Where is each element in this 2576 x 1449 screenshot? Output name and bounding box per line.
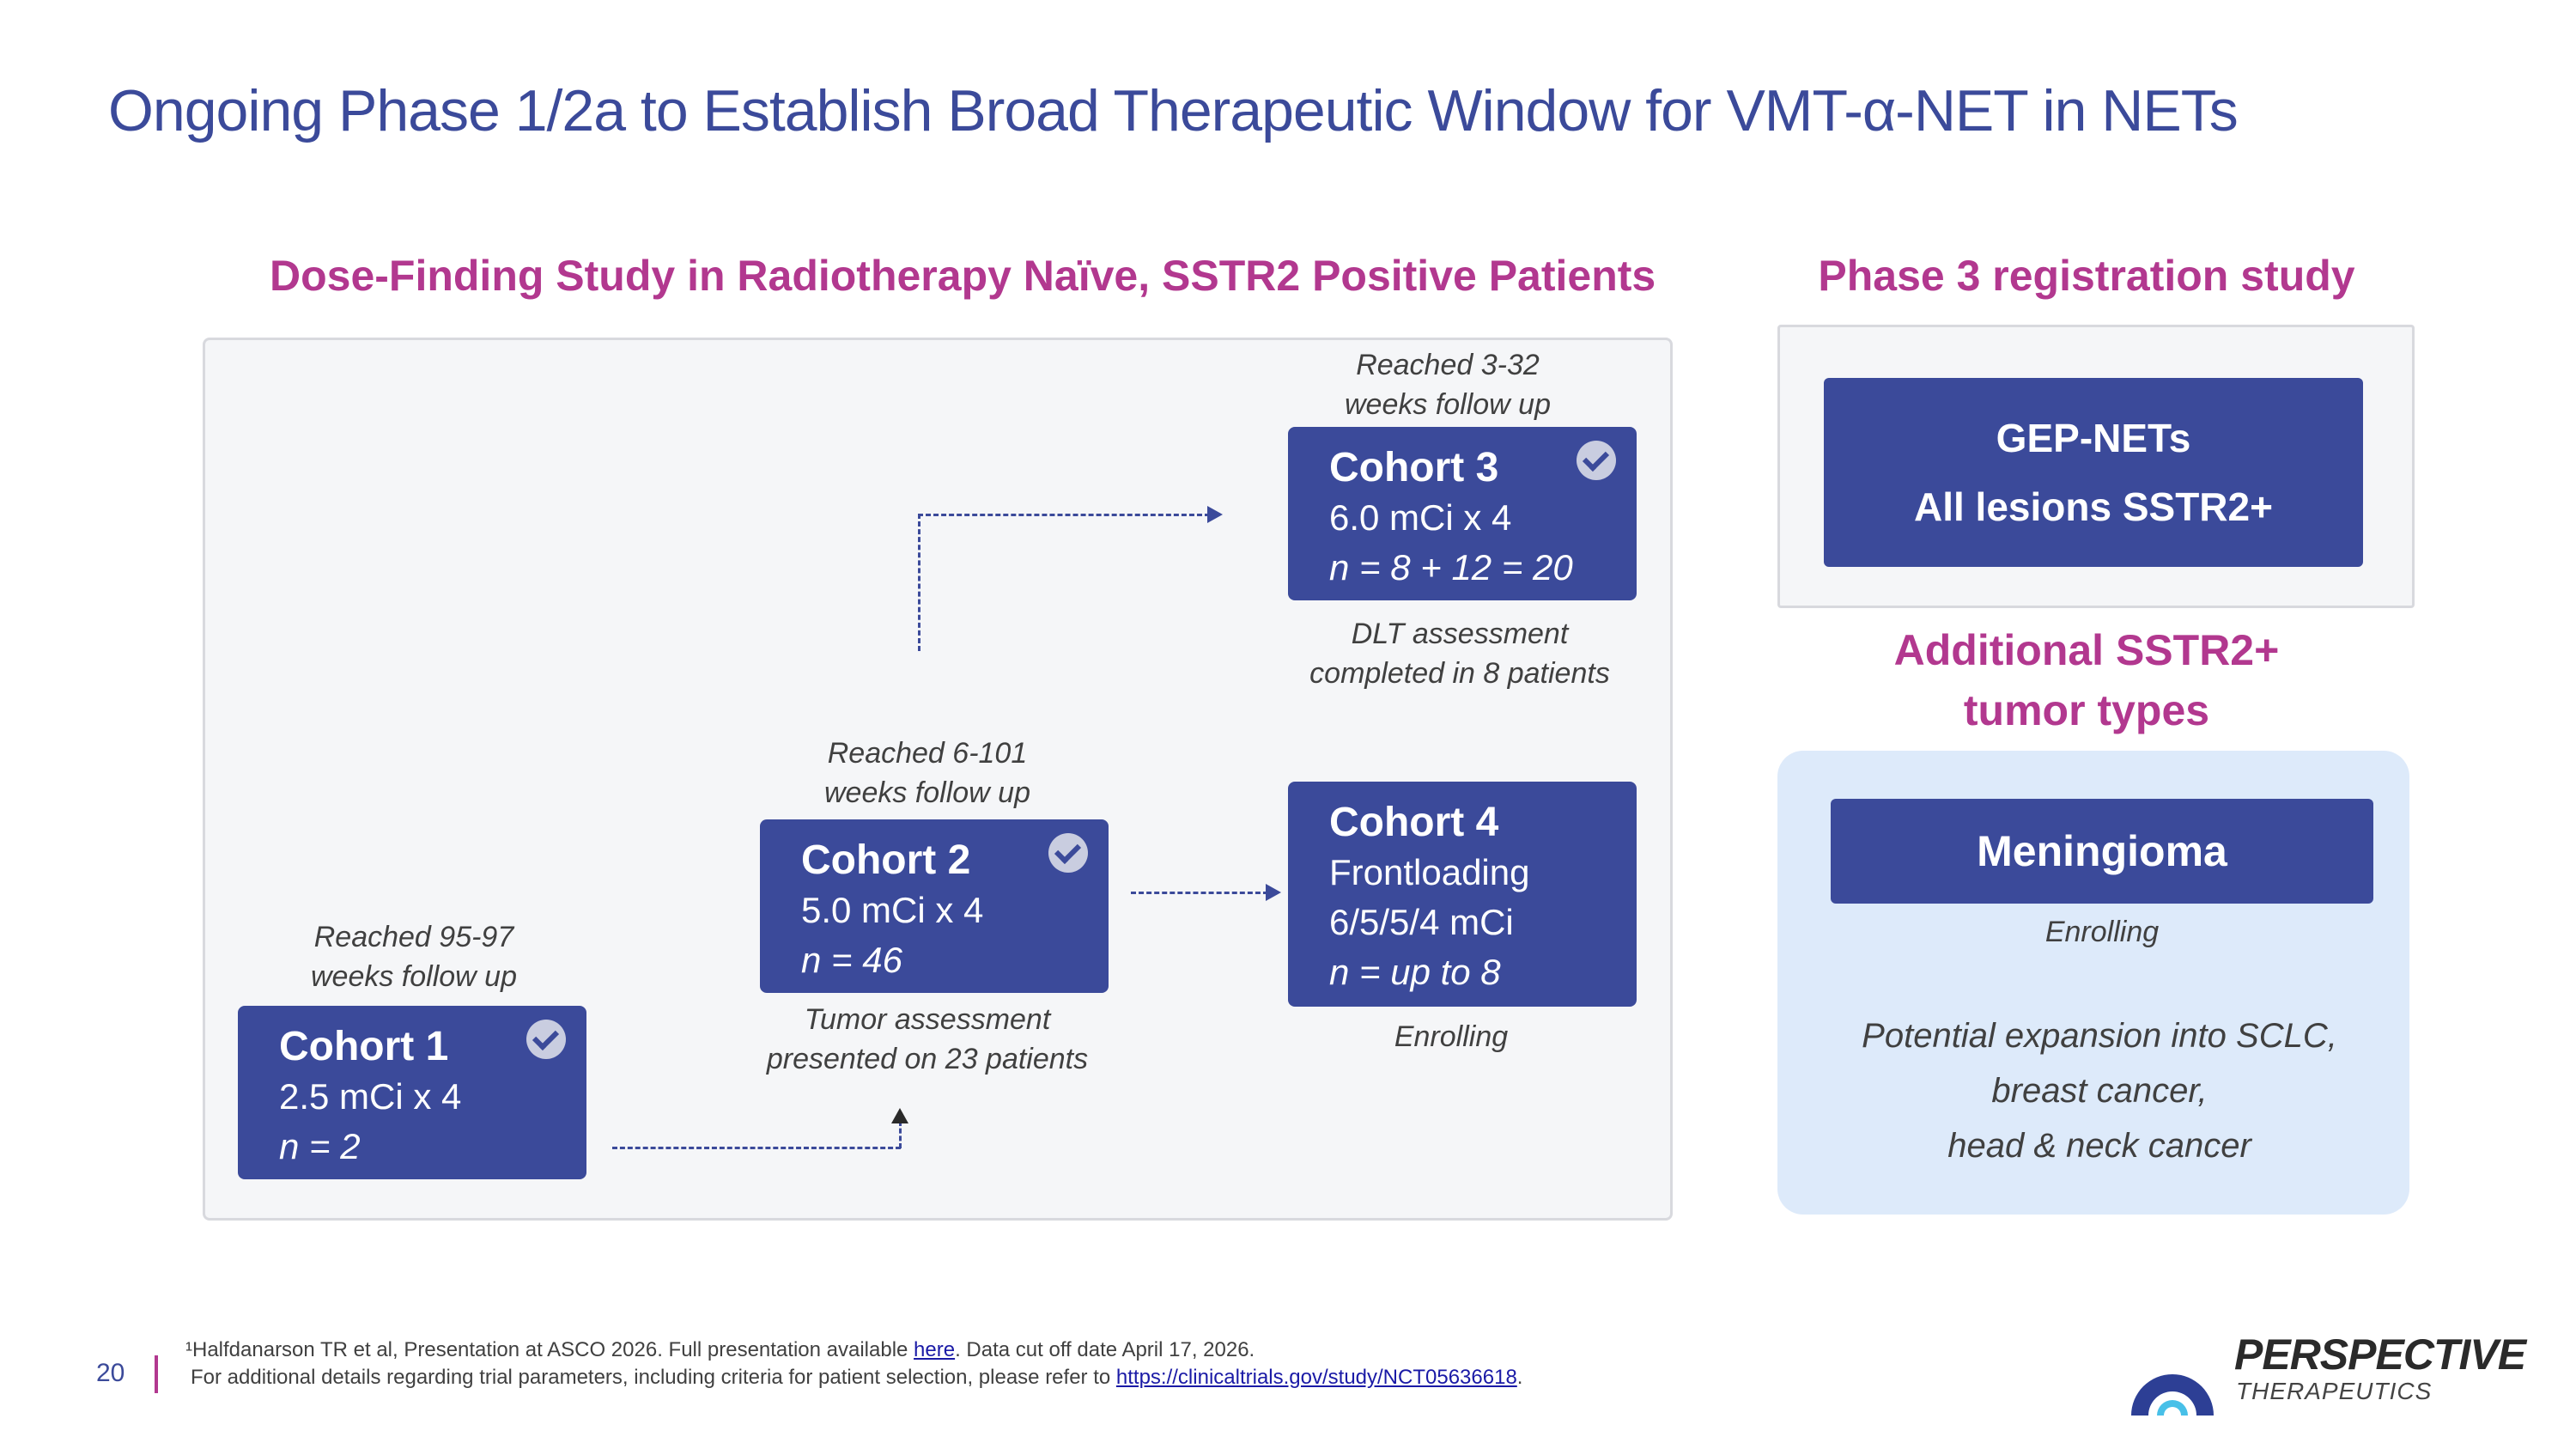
clinicaltrials-link[interactable]: https://clinicaltrials.gov/study/NCT0563…	[1115, 1366, 1517, 1389]
connector-c2-c4	[1131, 892, 1268, 894]
cohort4-name: Cohort 4	[1329, 800, 1499, 845]
footer-line1-text: ¹Halfdanarson TR et al, Presentation at …	[185, 1338, 914, 1361]
footer-line2: For additional details regarding trial p…	[191, 1366, 1522, 1390]
expansion-note: Potential expansion into SCLC, breast ca…	[1795, 1008, 2404, 1173]
meningioma-box: Meningioma	[1831, 799, 2373, 904]
cohort1-followup-line1: Reached 95-97	[313, 921, 514, 953]
cohort2-tumor-note: Tumor assessment presented on 23 patient…	[756, 1000, 1099, 1079]
footer-line2-text: For additional details regarding trial p…	[191, 1366, 1116, 1389]
check-icon	[1577, 441, 1616, 480]
phase3-box: GEP-NETs All lesions SSTR2+	[1824, 378, 2363, 567]
additional-heading-line2: tumor types	[1963, 686, 2210, 734]
cohort4-line1: Frontloading	[1329, 852, 1530, 892]
check-icon	[526, 1020, 566, 1059]
arrow-right-icon	[1207, 506, 1223, 523]
connector-vertical-c2-c3	[918, 514, 920, 651]
check-icon	[1048, 833, 1088, 873]
cohort2-tumor-line1: Tumor assessment	[804, 1003, 1051, 1036]
cohort2-name: Cohort 2	[801, 837, 971, 883]
company-logo: PERSPECTIVE THERAPEUTICS	[2121, 1323, 2576, 1426]
cohort2-followup-note: Reached 6-101 weeks follow up	[756, 734, 1099, 813]
additional-heading-line1: Additional SSTR2+	[1893, 626, 2280, 674]
expansion-line1: Potential expansion into SCLC,	[1862, 1017, 2337, 1055]
arrow-up-icon	[891, 1108, 908, 1123]
additional-heading: Additional SSTR2+ tumor types	[1777, 620, 2396, 740]
logo-mark-icon	[2131, 1374, 2214, 1416]
cohort1-followup-line2: weeks follow up	[310, 960, 517, 993]
cohort2-tumor-line2: presented on 23 patients	[766, 1043, 1089, 1075]
cohort2-dose: 5.0 mCi x 4	[801, 890, 984, 930]
cohort4-box: Cohort 4 Frontloading 6/5/5/4 mCi n = up…	[1288, 782, 1637, 1007]
footer-line1: ¹Halfdanarson TR et al, Presentation at …	[185, 1338, 1255, 1362]
logo-sub: THERAPEUTICS	[2236, 1378, 2433, 1404]
presentation-link[interactable]: here	[914, 1338, 956, 1361]
page-number: 20	[96, 1359, 125, 1387]
cohort3-name: Cohort 3	[1329, 445, 1499, 490]
connector-c1-c2-vertical	[899, 1121, 902, 1148]
cohort3-box: Cohort 3 6.0 mCi x 4 n = 8 + 12 = 20	[1288, 427, 1637, 600]
cohort1-dose: 2.5 mCi x 4	[279, 1076, 462, 1117]
cohort3-dlt-note: DLT assessment completed in 8 patients	[1288, 614, 1631, 693]
cohort3-followup-line1: Reached 3-32	[1356, 349, 1540, 381]
footer-divider	[155, 1355, 158, 1393]
cohort1-box: Cohort 1 2.5 mCi x 4 n = 2	[238, 1006, 586, 1179]
cohort1-followup-note: Reached 95-97 weeks follow up	[242, 917, 586, 996]
cohort2-followup-line2: weeks follow up	[823, 776, 1030, 809]
phase3-box-line2: All lesions SSTR2+	[1914, 484, 2273, 529]
cohort3-followup-line2: weeks follow up	[1344, 388, 1551, 421]
cohort3-dlt-line2: completed in 8 patients	[1309, 657, 1610, 690]
cohort3-n: n = 8 + 12 = 20	[1329, 547, 1573, 588]
cohort2-followup-line1: Reached 6-101	[827, 737, 1028, 770]
dose-finding-heading: Dose-Finding Study in Radiotherapy Naïve…	[270, 252, 1656, 300]
cohort3-dose: 6.0 mCi x 4	[1329, 497, 1512, 538]
page-title: Ongoing Phase 1/2a to Establish Broad Th…	[108, 78, 2239, 143]
arrow-right-icon	[1266, 884, 1281, 901]
expansion-line2: breast cancer,	[1991, 1072, 2208, 1110]
cohort3-dlt-line1: DLT assessment	[1351, 618, 1569, 650]
cohort1-name: Cohort 1	[279, 1024, 449, 1069]
logo-name: PERSPECTIVE	[2234, 1330, 2526, 1379]
meningioma-status: Enrolling	[2044, 916, 2160, 948]
footer-line2-suffix: .	[1516, 1366, 1523, 1389]
cohort3-followup-note: Reached 3-32 weeks follow up	[1276, 345, 1619, 424]
cohort4-status: Enrolling	[1394, 1020, 1509, 1053]
cohort1-n: n = 2	[279, 1126, 361, 1166]
cohort4-n: n = up to 8	[1329, 952, 1501, 992]
phase3-heading: Phase 3 registration study	[1818, 252, 2355, 300]
cohort4-line2: 6/5/5/4 mCi	[1329, 902, 1514, 942]
cohort2-n: n = 46	[801, 940, 902, 980]
footer-line1-suffix: . Data cut off date April 17, 2026.	[955, 1338, 1255, 1361]
cohort2-box: Cohort 2 5.0 mCi x 4 n = 46	[760, 819, 1109, 993]
phase3-box-line1: GEP-NETs	[1996, 416, 2191, 460]
expansion-line3: head & neck cancer	[1947, 1127, 2251, 1165]
connector-c1-c2-horizontal	[612, 1147, 901, 1149]
connector-horizontal-c2-c3	[918, 514, 1210, 516]
